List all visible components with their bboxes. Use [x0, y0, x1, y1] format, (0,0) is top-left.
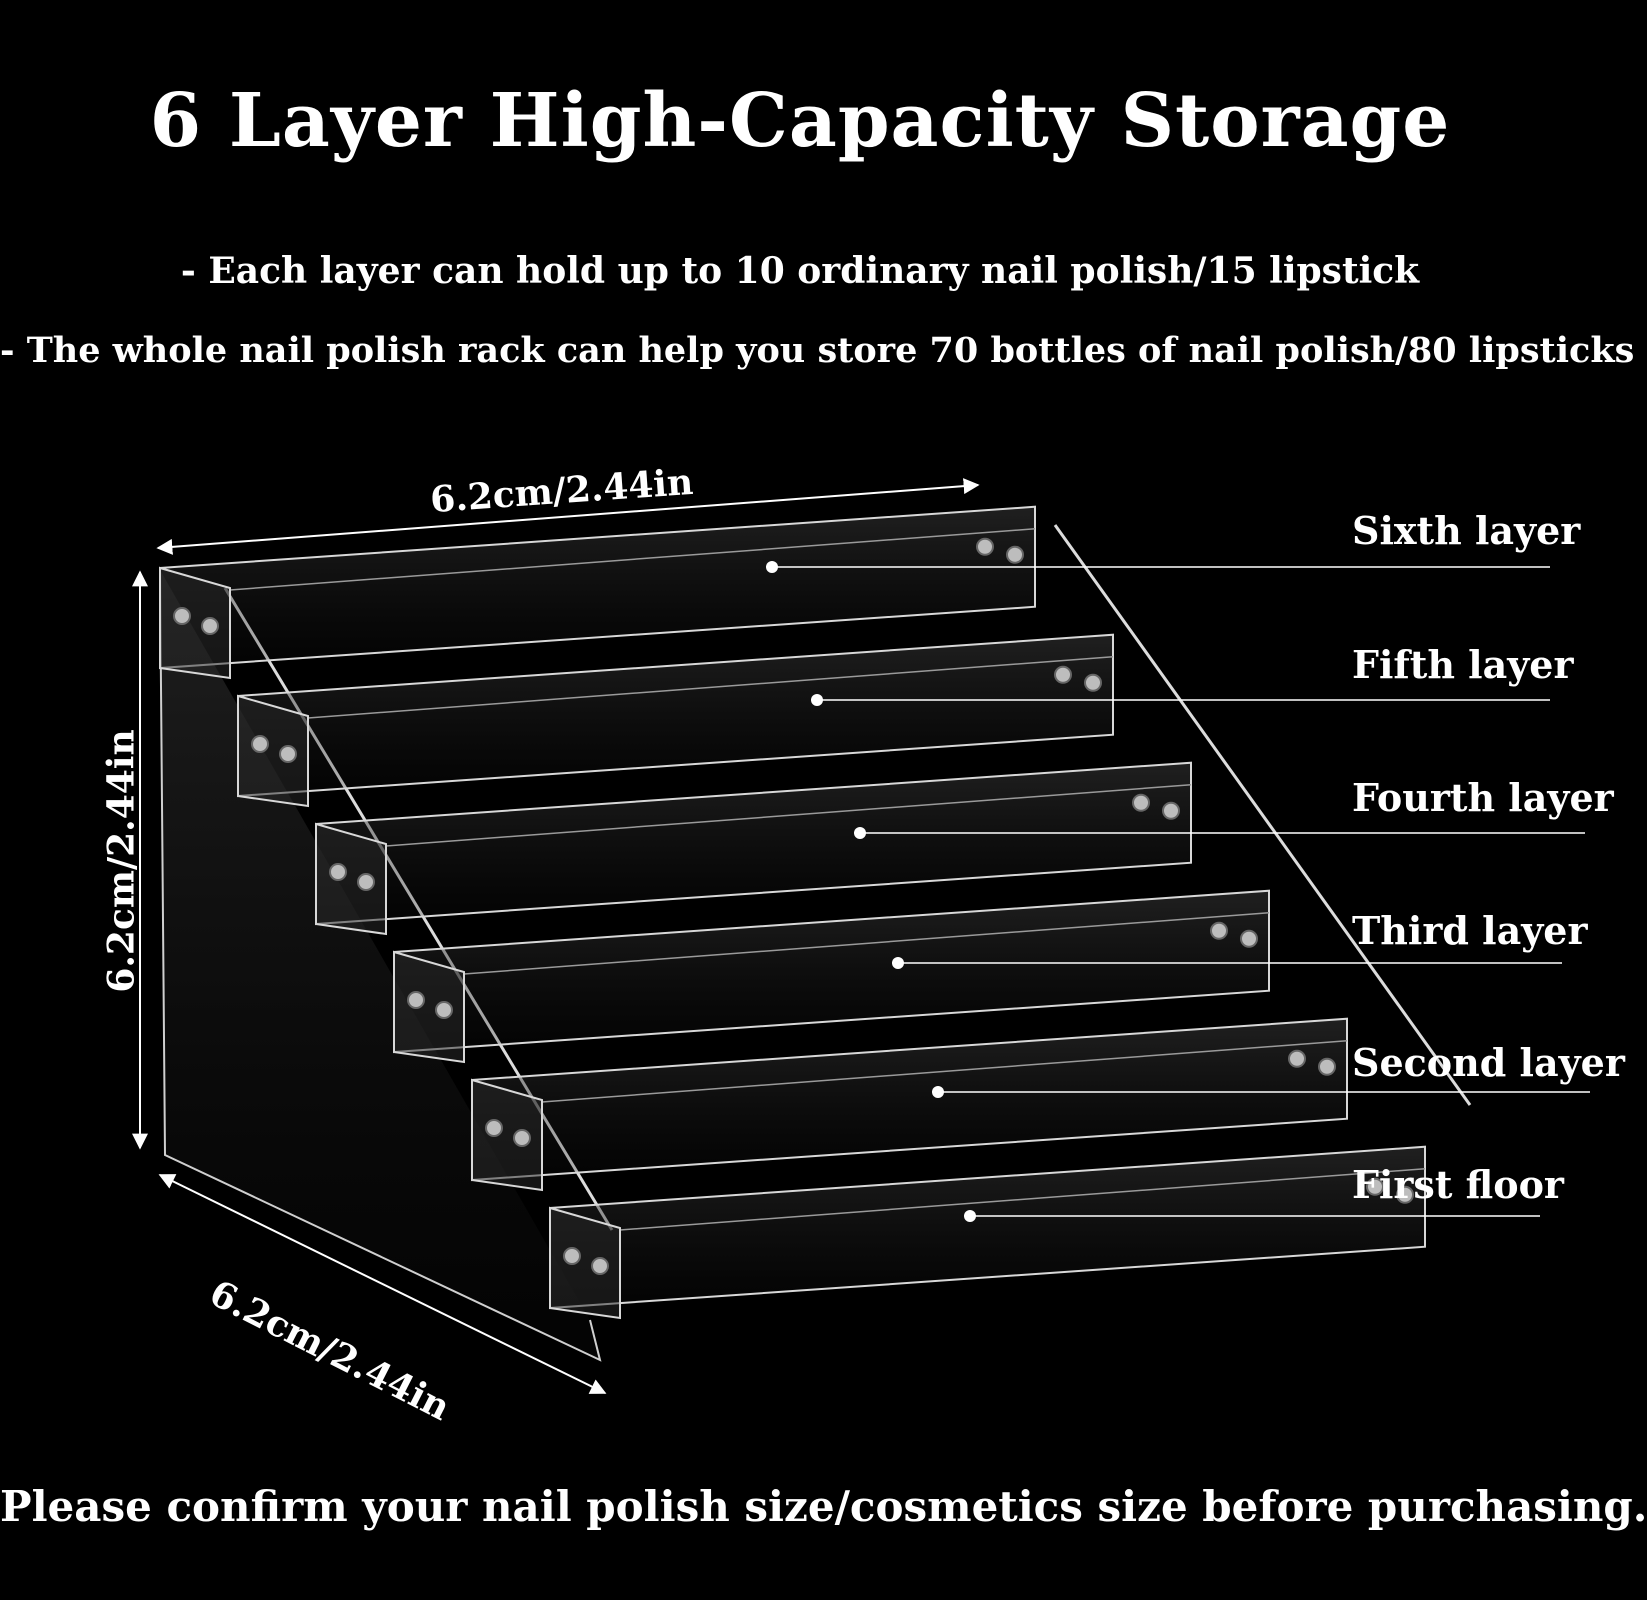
- screw: [357, 873, 375, 891]
- leader-dot: [964, 1210, 976, 1222]
- rack-side-edge-right: [1053, 524, 1472, 1106]
- screw: [251, 735, 269, 753]
- layer-label-second: Second layer: [1352, 1040, 1625, 1085]
- shelf-1: [549, 1145, 1426, 1310]
- screw: [1132, 793, 1150, 812]
- layer-label-fifth: Fifth layer: [1352, 642, 1574, 687]
- shelf-end-wall: [549, 1206, 621, 1320]
- capacity-note-per-layer: - Each layer can hold up to 10 ordinary …: [180, 250, 1420, 292]
- layer-label-first: First floor: [1352, 1162, 1564, 1207]
- screw: [1240, 929, 1258, 948]
- shelf-end-wall: [393, 950, 465, 1064]
- leader-dot: [892, 957, 904, 969]
- screw: [435, 1001, 453, 1019]
- shelf-lip: [619, 1168, 1426, 1231]
- screw: [1054, 665, 1072, 684]
- shelf-lip: [541, 1040, 1348, 1103]
- shelf-end-wall: [315, 822, 387, 936]
- shelf-lip: [385, 784, 1192, 847]
- height-dimension-label: 6.2cm/2.44in: [100, 729, 143, 993]
- screw: [1288, 1049, 1306, 1068]
- screw: [1396, 1185, 1414, 1204]
- screw: [329, 863, 347, 881]
- shelf-lip: [307, 656, 1114, 719]
- page-title: 6 Layer High-Capacity Storage: [149, 78, 1451, 164]
- shelf-end-wall: [237, 694, 309, 808]
- leader-dot: [811, 694, 823, 706]
- shelf-end-wall: [471, 1078, 543, 1192]
- shelf-lip: [463, 912, 1270, 975]
- screw: [563, 1247, 581, 1265]
- layer-label-sixth: Sixth layer: [1352, 508, 1581, 553]
- shelf-end-wall: [159, 566, 231, 680]
- screw: [591, 1257, 609, 1275]
- screw: [1162, 801, 1180, 820]
- shelf-3: [393, 889, 1270, 1054]
- screw: [513, 1129, 531, 1147]
- leader-dot: [766, 561, 778, 573]
- layer-label-fourth: Fourth layer: [1352, 775, 1614, 820]
- screw: [1366, 1177, 1384, 1196]
- screw: [1084, 673, 1102, 692]
- shelf-2: [471, 1017, 1348, 1182]
- width-arrow: [156, 478, 980, 555]
- screw: [1210, 921, 1228, 940]
- acrylic-rack-illustration: [132, 478, 1590, 1394]
- screw: [1006, 545, 1024, 564]
- layer-label-third: Third layer: [1352, 908, 1588, 953]
- screw: [201, 617, 219, 635]
- shelf-4: [315, 761, 1192, 926]
- screw: [485, 1119, 503, 1137]
- leader-dot: [932, 1086, 944, 1098]
- layer-leader-lines: [766, 561, 1590, 1222]
- depth-arrow: [158, 1174, 607, 1394]
- shelf-6: [159, 505, 1036, 670]
- screw: [279, 745, 297, 763]
- screw: [976, 537, 994, 556]
- screw: [407, 991, 425, 1009]
- purchase-note: Please confirm your nail polish size/cos…: [0, 1482, 1647, 1531]
- capacity-note-total: - The whole nail polish rack can help yo…: [0, 330, 1635, 371]
- screw: [1318, 1057, 1336, 1076]
- leader-dot: [854, 827, 866, 839]
- screw: [173, 607, 191, 625]
- shelf-5: [237, 633, 1114, 798]
